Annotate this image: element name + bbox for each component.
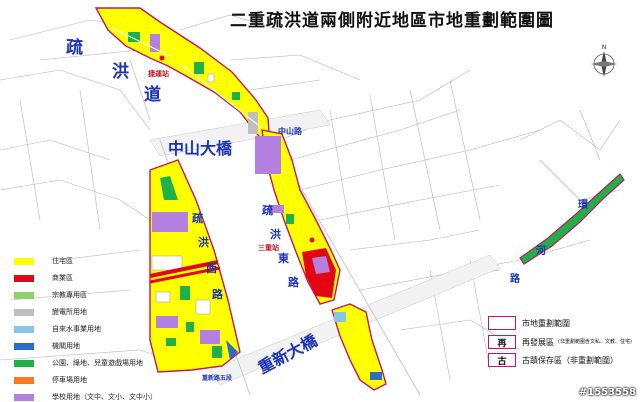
boundary-swatch xyxy=(488,316,516,330)
huanhe-greenbelt xyxy=(519,173,625,265)
legend-label: 公園、綠地、兒童遊戲場用地 xyxy=(52,359,143,367)
channel-label-2: 洪 xyxy=(112,61,129,82)
heritage-label: 古蹟保存區 xyxy=(522,355,562,365)
bottom-road-label: 重新路五段 xyxy=(202,374,232,382)
shuhong-west-2: 洪 xyxy=(198,235,209,249)
shuhong-west-3: 西 xyxy=(206,262,217,275)
legend-school: 學校用地（文中、文小、文中小） xyxy=(14,392,157,402)
station-label-2: 三重站 xyxy=(258,243,279,252)
map-title: 二重疏洪道兩側附近地區市地重劃範圍圖 xyxy=(230,11,554,31)
heritage-char: 古 xyxy=(488,353,516,367)
legend-label: 機關用地 xyxy=(52,342,80,350)
shuhong-east-1: 疏 xyxy=(262,203,273,217)
legend-commercial: 商業區 xyxy=(14,273,73,283)
legend-label: 宗教專用區 xyxy=(52,291,87,299)
legend-government: 機關用地 xyxy=(14,341,80,351)
legend-label: 商業區 xyxy=(52,274,73,282)
south-east-strip xyxy=(331,303,387,391)
legend-swatch xyxy=(14,325,34,333)
legend-swatch xyxy=(14,342,34,350)
watermark: #1553558 xyxy=(578,387,636,398)
legend-parking: 停車場用地 xyxy=(14,375,87,385)
huanhe-3: 路 xyxy=(510,272,521,285)
shuhong-east-2: 洪 xyxy=(270,227,281,241)
street-grid xyxy=(0,14,621,381)
heritage-note: （非重劃範圍） xyxy=(562,355,618,365)
legend-redevelop: 再 再發展區 (非重劃範圍含文私、文教、住宅) xyxy=(488,335,632,349)
boundary-label: 市地重劃範圍 xyxy=(522,318,570,328)
shuhong-west-4: 路 xyxy=(212,287,224,301)
redevelop-char: 再 xyxy=(488,335,516,349)
legend-heritage: 古 古蹟保存區 （非重劃範圍） xyxy=(488,353,618,367)
legend-park: 公園、綠地、兒童遊戲場用地 xyxy=(14,358,143,368)
west-triangle xyxy=(149,159,241,373)
huanhe-1: 環 xyxy=(578,199,589,211)
zhongshan-bridge-label: 中山大橋 xyxy=(168,139,233,158)
redevelop-label: 再發展區 xyxy=(522,337,554,347)
legend-swatch xyxy=(14,274,34,282)
legend-residential: 住宅區 xyxy=(14,256,73,266)
legend-substation: 變電所用地 xyxy=(14,307,87,317)
legend-boundary: 市地重劃範圍 xyxy=(488,316,570,330)
zhongshan-road-label: 中山路 xyxy=(278,126,303,136)
legend-swatch xyxy=(14,257,34,265)
compass-n: N xyxy=(602,44,607,51)
legend-religious: 宗教專用區 xyxy=(14,290,87,300)
legend-label: 停車場用地 xyxy=(52,376,87,384)
channel-label-3: 道 xyxy=(144,84,161,105)
huanhe-2: 河 xyxy=(536,245,546,257)
legend-swatch xyxy=(14,291,34,299)
legend-water: 自來水事業用地 xyxy=(14,324,101,334)
shuhong-east-4: 路 xyxy=(288,275,300,289)
legend-swatch xyxy=(14,393,34,401)
north-arrow-icon: N xyxy=(591,44,617,77)
legend-label: 住宅區 xyxy=(52,257,73,265)
station-label-1: 捷運站 xyxy=(148,69,169,78)
channel-label-1: 疏 xyxy=(66,37,83,58)
legend-label: 自來水事業用地 xyxy=(52,325,101,333)
shuhong-east-3: 東 xyxy=(278,251,290,265)
shuhong-west-1: 疏 xyxy=(192,211,203,225)
shuhong-west-road-label: 疏 洪 西 路 xyxy=(192,211,224,301)
legend-swatch xyxy=(14,308,34,316)
redevelop-note: (非重劃範圍含文私、文教、住宅) xyxy=(558,339,632,345)
huanhe-road-label: 環 河 路 xyxy=(510,199,589,285)
shuhong-east-road-label: 疏 洪 東 路 xyxy=(262,203,300,289)
legend-swatch xyxy=(14,376,34,384)
east-strip xyxy=(255,129,341,305)
legend-label: 變電所用地 xyxy=(52,308,87,316)
legend-label: 學校用地（文中、文小、文中小） xyxy=(52,393,157,401)
legend-swatch xyxy=(14,359,34,367)
